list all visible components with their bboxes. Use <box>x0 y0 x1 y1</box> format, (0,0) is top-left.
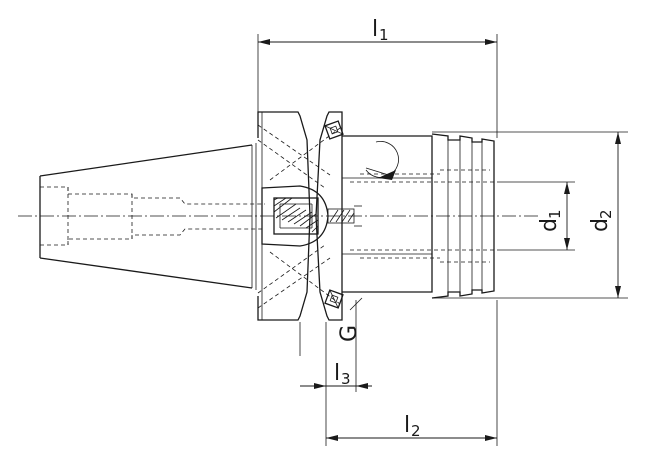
label-d1-main: d <box>537 218 562 232</box>
dimension-G: G <box>337 297 363 342</box>
label-l1-sub: 1 <box>379 26 389 44</box>
label-d2-main: d <box>588 218 613 232</box>
center-bore <box>261 185 362 247</box>
dimension-d1: d 1 <box>537 182 570 250</box>
label-l2-sub: 2 <box>411 422 421 440</box>
label-l3-sub: 3 <box>341 370 351 388</box>
label-l2-main: l <box>404 413 410 438</box>
label-l1-main: l <box>372 17 378 42</box>
dimension-l3: l 3 <box>300 361 372 389</box>
clamping-body <box>342 135 500 293</box>
label-d2-sub: 2 <box>597 209 615 219</box>
ribbed-nose <box>431 133 495 299</box>
rotation-arrow-icon <box>365 141 399 180</box>
extension-lines <box>257 34 628 446</box>
dimension-l1: l 1 <box>258 17 497 45</box>
label-G: G <box>337 325 362 342</box>
label-l3-main: l <box>334 361 340 386</box>
taper-shank <box>39 143 265 290</box>
dimension-d2: d 2 <box>588 132 621 298</box>
label-d1-sub: 1 <box>546 209 564 219</box>
dimension-l2: l 2 <box>326 413 497 441</box>
drive-keys <box>324 120 344 309</box>
